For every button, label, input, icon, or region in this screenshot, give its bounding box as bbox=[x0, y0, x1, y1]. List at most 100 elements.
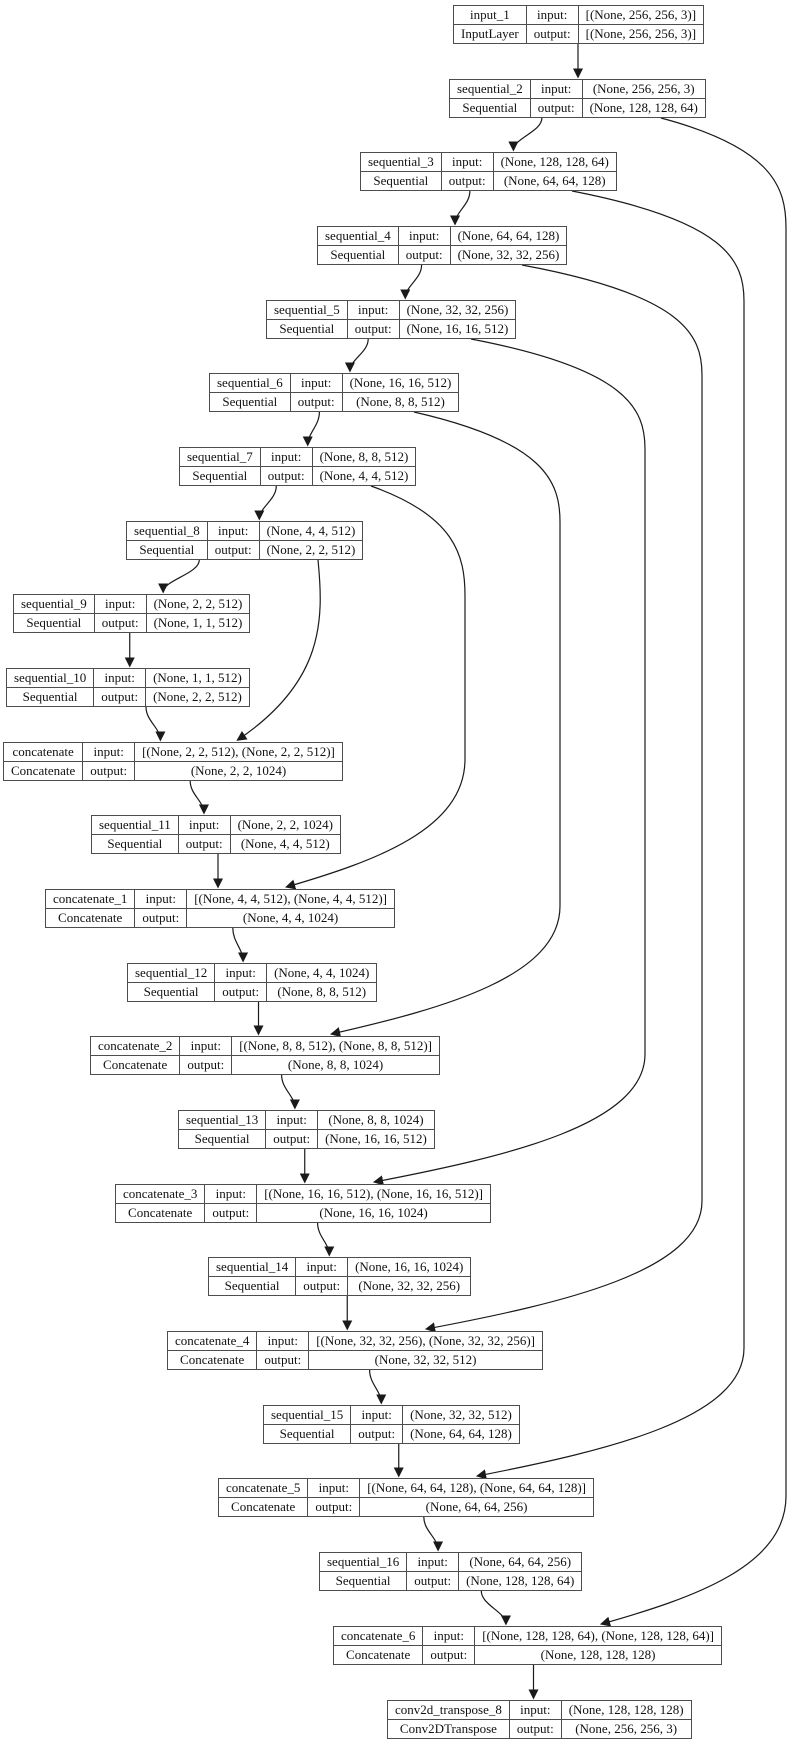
layer-name-cell: concatenate_6 bbox=[332, 1626, 424, 1646]
output-label-cell: output: bbox=[295, 1276, 349, 1296]
output-label-cell: output: bbox=[82, 761, 136, 781]
layer-type-cell: Concatenate bbox=[217, 1497, 309, 1517]
layer-type-cell: Concatenate bbox=[114, 1203, 206, 1223]
layer-name-cell: sequential_12 bbox=[126, 963, 216, 983]
input-label-cell: input: bbox=[177, 815, 231, 835]
layer-name-cell: sequential_4 bbox=[317, 226, 399, 246]
edge-sequential_3-to-sequential_4 bbox=[449, 190, 471, 226]
output-label-cell: output: bbox=[256, 1350, 310, 1370]
input-label-cell: input: bbox=[93, 668, 147, 688]
output-label-cell: output: bbox=[214, 982, 268, 1002]
output-label-cell: output: bbox=[289, 392, 343, 412]
edge-sequential_4-to-concatenate_4 bbox=[424, 264, 703, 1333]
input-shape-cell: (None, 4, 4, 1024) bbox=[266, 963, 378, 983]
layer-node-input_1: input_1 input: [(None, 256, 256, 3)] Inp… bbox=[453, 5, 705, 44]
layer-type-cell: Sequential bbox=[317, 245, 399, 265]
output-shape-cell: (None, 4, 4, 512) bbox=[229, 834, 341, 854]
output-label-cell: output: bbox=[177, 834, 231, 854]
output-shape-cell: (None, 256, 256, 3) bbox=[560, 1719, 692, 1739]
layer-node-sequential_3: sequential_3 input: (None, 128, 128, 64)… bbox=[360, 152, 617, 191]
output-shape-cell: (None, 4, 4, 512) bbox=[311, 466, 417, 486]
input-label-cell: input: bbox=[82, 742, 136, 762]
layer-name-cell: sequential_6 bbox=[209, 373, 291, 393]
output-label-cell: output: bbox=[350, 1424, 404, 1444]
layer-type-cell: Concatenate bbox=[44, 908, 136, 928]
edge-sequential_6-to-sequential_7 bbox=[302, 411, 320, 447]
edge-sequential_6-to-concatenate_2 bbox=[330, 411, 561, 1038]
input-label-cell: input: bbox=[93, 594, 147, 614]
layer-name-cell: sequential_10 bbox=[5, 668, 95, 688]
input-label-cell: input: bbox=[529, 79, 583, 99]
output-shape-cell: (None, 16, 16, 512) bbox=[398, 319, 517, 339]
layer-node-sequential_7: sequential_7 input: (None, 8, 8, 512) Se… bbox=[179, 447, 417, 486]
output-label-cell: output: bbox=[440, 171, 494, 191]
output-shape-cell: (None, 2, 2, 512) bbox=[258, 540, 364, 560]
layer-node-concatenate_3: concatenate_3 input: [(None, 16, 16, 512… bbox=[114, 1184, 491, 1223]
edge-sequential_2-to-concatenate_6 bbox=[599, 117, 787, 1627]
edge-sequential_10-to-concatenate bbox=[145, 706, 166, 742]
output-shape-cell: (None, 1, 1, 512) bbox=[145, 613, 251, 633]
input-label-cell: input: bbox=[406, 1552, 460, 1572]
output-shape-cell: (None, 32, 32, 256) bbox=[347, 1276, 472, 1296]
layer-node-sequential_14: sequential_14 input: (None, 16, 16, 1024… bbox=[207, 1257, 472, 1296]
layer-type-cell: Sequential bbox=[266, 319, 348, 339]
input-label-cell: input: bbox=[134, 889, 188, 909]
input-shape-cell: (None, 32, 32, 512) bbox=[402, 1405, 520, 1425]
output-shape-cell: (None, 128, 128, 64) bbox=[581, 98, 706, 118]
layer-name-cell: sequential_5 bbox=[266, 300, 348, 320]
input-shape-cell: (None, 2, 2, 512) bbox=[145, 594, 251, 614]
layer-type-cell: Sequential bbox=[5, 687, 95, 707]
edge-sequential_8-to-concatenate bbox=[236, 559, 321, 741]
edge-sequential_5-to-sequential_6 bbox=[344, 338, 369, 373]
edge-concatenate_2-to-sequential_13 bbox=[281, 1074, 300, 1110]
output-label-cell: output: bbox=[307, 1497, 361, 1517]
layer-name-cell: sequential_14 bbox=[207, 1257, 297, 1277]
layer-type-cell: Sequential bbox=[126, 982, 216, 1002]
layer-name-cell: concatenate_2 bbox=[89, 1036, 181, 1056]
layer-name-cell: conv2d_transpose_8 bbox=[387, 1700, 510, 1720]
input-shape-cell: [(None, 2, 2, 512), (None, 2, 2, 512)] bbox=[134, 742, 343, 762]
output-label-cell: output: bbox=[422, 1645, 476, 1665]
input-shape-cell: [(None, 64, 64, 128), (None, 64, 64, 128… bbox=[359, 1478, 594, 1498]
edge-sequential_4-to-sequential_5 bbox=[400, 264, 423, 300]
input-label-cell: input: bbox=[265, 1110, 319, 1130]
output-shape-cell: (None, 16, 16, 512) bbox=[317, 1129, 435, 1149]
output-shape-cell: (None, 128, 128, 64) bbox=[458, 1571, 583, 1591]
output-label-cell: output: bbox=[206, 540, 260, 560]
output-label-cell: output: bbox=[397, 245, 451, 265]
input-label-cell: input: bbox=[206, 521, 260, 541]
input-shape-cell: (None, 256, 256, 3) bbox=[581, 79, 706, 99]
output-label-cell: output: bbox=[508, 1719, 562, 1739]
input-shape-cell: (None, 2, 2, 1024) bbox=[229, 815, 341, 835]
layer-node-sequential_4: sequential_4 input: (None, 64, 64, 128) … bbox=[317, 226, 568, 265]
input-label-cell: input: bbox=[256, 1331, 310, 1351]
output-label-cell: output: bbox=[259, 466, 313, 486]
layer-node-concatenate: concatenate input: [(None, 2, 2, 512), (… bbox=[2, 742, 343, 781]
layer-type-cell: Sequential bbox=[177, 1129, 267, 1149]
layer-node-sequential_5: sequential_5 input: (None, 32, 32, 256) … bbox=[266, 300, 517, 339]
layer-node-sequential_11: sequential_11 input: (None, 2, 2, 1024) … bbox=[91, 815, 341, 854]
input-label-cell: input: bbox=[346, 300, 400, 320]
output-shape-cell: (None, 8, 8, 512) bbox=[266, 982, 378, 1002]
layer-node-sequential_10: sequential_10 input: (None, 1, 1, 512) S… bbox=[5, 668, 250, 707]
layer-type-cell: Sequential bbox=[449, 98, 531, 118]
input-shape-cell: (None, 32, 32, 256) bbox=[398, 300, 517, 320]
input-shape-cell: [(None, 8, 8, 512), (None, 8, 8, 512)] bbox=[231, 1036, 440, 1056]
layer-name-cell: sequential_7 bbox=[179, 447, 261, 467]
output-shape-cell: (None, 64, 64, 128) bbox=[492, 171, 617, 191]
edge-sequential_7-to-sequential_8 bbox=[254, 485, 277, 521]
layer-name-cell: concatenate_1 bbox=[44, 889, 136, 909]
input-label-cell: input: bbox=[422, 1626, 476, 1646]
output-label-cell: output: bbox=[346, 319, 400, 339]
layer-type-cell: Sequential bbox=[209, 392, 291, 412]
output-shape-cell: (None, 16, 16, 1024) bbox=[256, 1203, 491, 1223]
layer-node-sequential_2: sequential_2 input: (None, 256, 256, 3) … bbox=[449, 79, 706, 118]
input-shape-cell: (None, 64, 64, 128) bbox=[449, 226, 568, 246]
output-label-cell: output: bbox=[93, 687, 147, 707]
output-label-cell: output: bbox=[525, 24, 579, 44]
output-shape-cell: (None, 64, 64, 256) bbox=[359, 1497, 594, 1517]
output-label-cell: output: bbox=[529, 98, 583, 118]
layer-type-cell: Concatenate bbox=[332, 1645, 424, 1665]
